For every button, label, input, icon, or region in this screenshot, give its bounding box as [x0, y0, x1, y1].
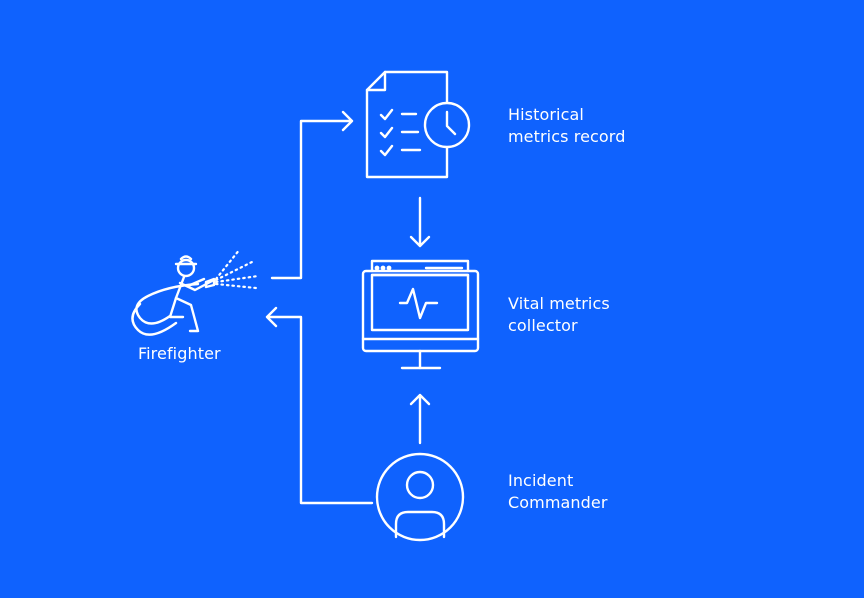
historical-label-line2: metrics record — [508, 127, 626, 146]
firefighter-label: Firefighter — [138, 343, 221, 365]
historical-label-line1: Historical — [508, 105, 584, 124]
firefighter-label-text: Firefighter — [138, 344, 221, 363]
document-clock-icon — [365, 70, 471, 179]
collector-label-line2: collector — [508, 316, 578, 335]
historical-label: Historical metrics record — [508, 104, 625, 148]
firefighter-hose-icon — [131, 247, 260, 336]
collector-label-line1: Vital metrics — [508, 294, 610, 313]
monitor-pulse-icon — [361, 259, 480, 370]
commander-label-line1: Incident — [508, 471, 574, 490]
connector-commander-to-collector — [409, 393, 431, 445]
collector-label: Vital metrics collector — [508, 293, 610, 337]
connector-commander-to-firefighter — [265, 306, 374, 505]
connector-firefighter-to-historical — [270, 110, 354, 280]
connector-historical-to-collector — [409, 196, 431, 248]
commander-label-line2: Commander — [508, 493, 608, 512]
user-circle-icon — [375, 452, 465, 542]
commander-label: Incident Commander — [508, 470, 608, 514]
